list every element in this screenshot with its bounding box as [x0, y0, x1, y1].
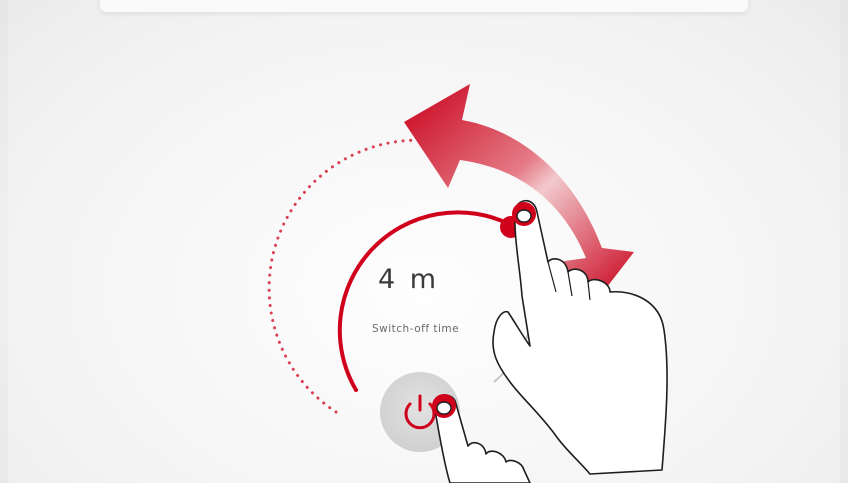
timer-value: 4 m	[378, 264, 468, 295]
hand-pointer-icon-bottom	[432, 394, 530, 483]
timer-label: Switch-off time	[372, 323, 492, 335]
dial-progress-arc	[340, 212, 511, 390]
